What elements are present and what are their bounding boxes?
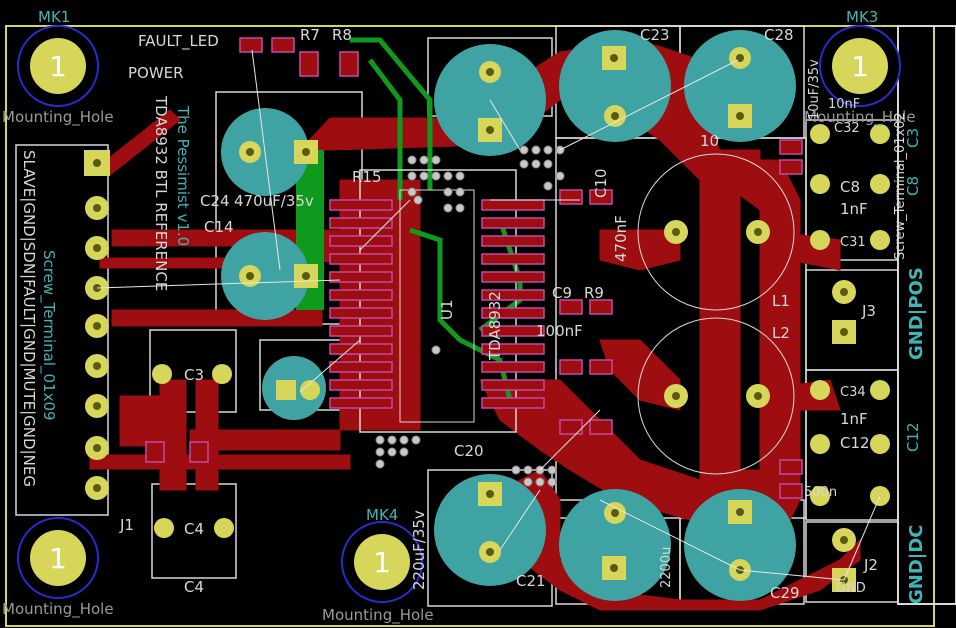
ref-r8: R8: [332, 26, 352, 44]
ref-c29: C29: [770, 584, 800, 602]
left-connector-pinout: SLAVE|GND|SDN|FAULT|GND|MUTE|GND|NEG: [20, 150, 38, 487]
inductor-outlines: [637, 153, 795, 475]
footprint-bl: Mounting_Hole: [2, 600, 114, 619]
footprint-mk1: Mounting_Hole: [2, 108, 114, 127]
power-label: POWER: [128, 64, 184, 82]
board-title-line1: The Pessimist v1.0: [174, 105, 192, 246]
ref-c9: C9: [552, 284, 572, 302]
value-500n: 500n: [804, 485, 837, 500]
mounting-pad-number-bl: 1: [49, 542, 67, 575]
ratsnest: [96, 49, 881, 581]
ref-c34: C34: [840, 385, 866, 400]
mounting-holes: [17, 25, 901, 603]
fault-led-label: FAULT_LED: [138, 32, 219, 51]
right-connector-pinout: GND|POS: [906, 267, 927, 360]
ref-mk3: MK3: [846, 8, 878, 26]
ref-j2: J2: [863, 556, 878, 574]
chip-body: [399, 189, 475, 423]
mounting-pad-number-mk1: 1: [49, 50, 67, 83]
ref-c31: C31: [840, 235, 866, 250]
board-title-line2: TDA8932 BTL REFERENCE: [152, 95, 170, 291]
ref-mk4: MK4: [366, 506, 398, 524]
chip-value: TDA8932: [486, 291, 504, 361]
ref-c12: C12: [840, 434, 870, 452]
ref-c28: C28: [764, 26, 794, 44]
mounting-pad-number-mk4: 1: [373, 546, 391, 579]
right-connector-pinout-2: GND|DC: [906, 524, 927, 604]
right-connector-footprint: Screw_Terminal_01x02: [893, 112, 908, 260]
value-1nf-a: 1nF: [840, 200, 868, 218]
drill-holes: [93, 54, 848, 584]
left-connector-footprint: Screw_Terminal_01x09: [39, 250, 58, 421]
ref-c14: C14: [204, 218, 234, 236]
mounting-pad-number-mk3: 1: [851, 50, 869, 83]
value-100nf: 100nF: [536, 322, 583, 340]
value-1nf-b: 1nF: [840, 410, 868, 428]
ref-c10: C10: [592, 168, 610, 198]
ref-j3: J3: [861, 302, 876, 320]
c12-side: C12: [904, 422, 922, 452]
value-cap-big-1: 220uF/35v: [410, 510, 428, 590]
ref-c32: C32: [834, 121, 860, 136]
value-2200uf: 2200u: [659, 547, 674, 588]
ref-j1: J1: [119, 516, 134, 534]
gnd-pad-label: GND: [836, 581, 866, 596]
board-outline: [5, 25, 935, 627]
footprint-mk4: Mounting_Hole: [322, 606, 434, 625]
ref-l1: L1: [772, 292, 790, 310]
ref-c23: C23: [640, 26, 670, 44]
value-10uf: 10uF/35v: [807, 59, 822, 120]
ref-r15: R15: [352, 168, 382, 186]
ref-mk1: MK1: [38, 8, 70, 26]
ref-c24: C24: [200, 192, 230, 210]
ref-c8: C8: [840, 178, 860, 196]
ref-c21: C21: [516, 572, 546, 590]
ref-l2: L2: [772, 324, 790, 342]
ref-c4: C4: [184, 520, 204, 538]
labels: 1 1 1 1 MK1 MK3 MK4 Mounting_Hole Mounti…: [2, 8, 927, 625]
chip-ref: U1: [438, 299, 456, 320]
ref-r9: R9: [584, 284, 604, 302]
c3-side: C3: [904, 128, 922, 148]
footprint-mk3: Mounting_Hole: [804, 108, 916, 127]
chip-u1: [359, 169, 517, 433]
value-10: 10: [700, 132, 719, 150]
ref-c20: C20: [454, 442, 484, 460]
c8-side: C8: [904, 176, 922, 196]
ref-r7: R7: [300, 26, 320, 44]
ref-c4-bottom: C4: [184, 578, 204, 596]
value-c24: 470uF/35v: [234, 192, 314, 210]
value-470nf: 470nF: [612, 215, 630, 262]
ref-c3: C3: [184, 366, 204, 384]
smd-pads: [145, 37, 803, 499]
value-10nf: 10nF: [828, 97, 860, 112]
